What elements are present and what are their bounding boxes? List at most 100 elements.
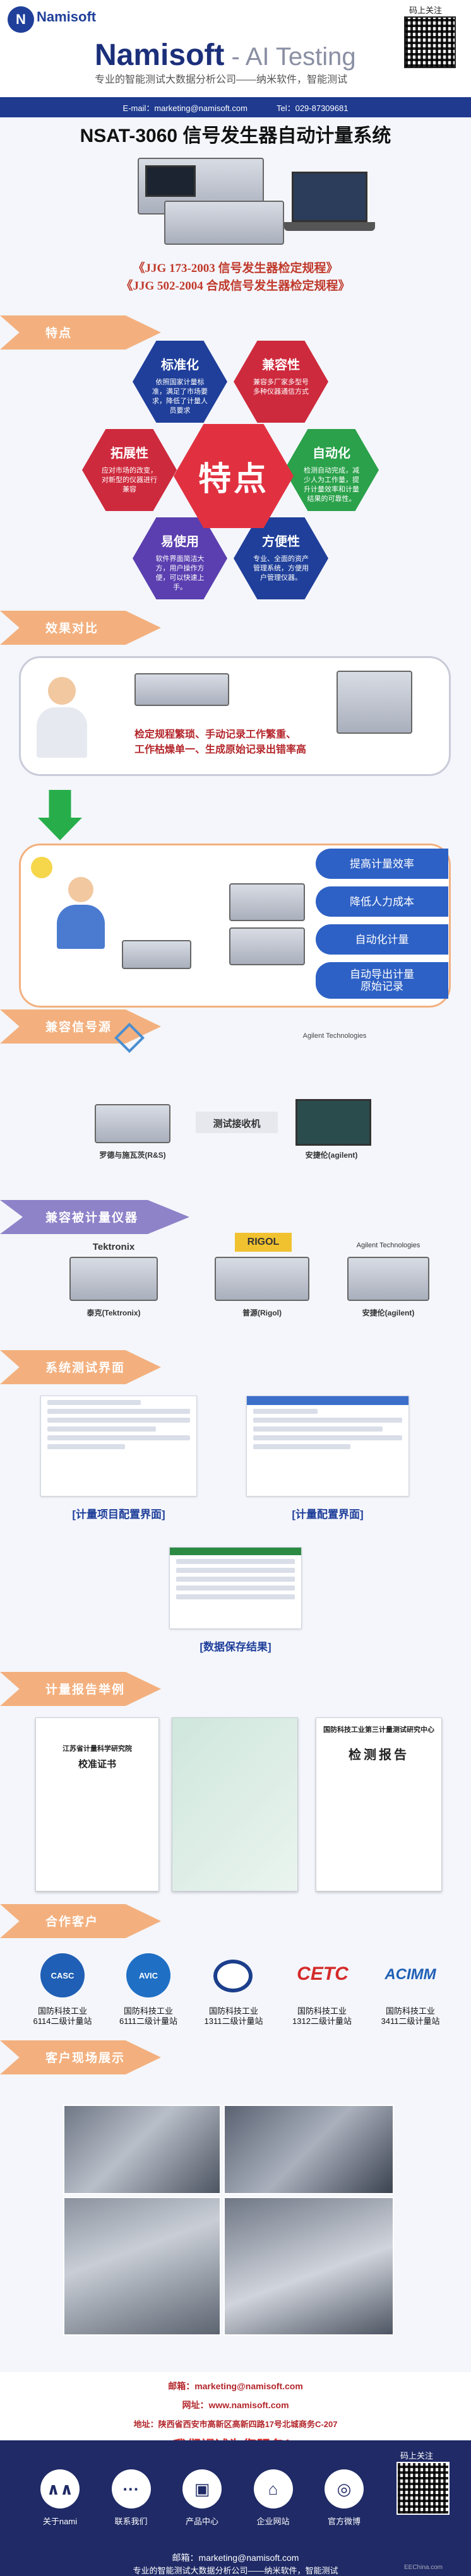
section-banner-reports: 计量报告举例: [0, 1672, 161, 1706]
agilent-logo-2: Agilent Technologies: [356, 1242, 420, 1249]
partner-cetc-logo: CETC: [297, 1963, 349, 1984]
customer-photo-2: [224, 2105, 394, 2194]
section-banner-photos: 客户现场展示: [0, 2040, 161, 2074]
receiver-label-bg: [196, 1112, 278, 1133]
section-banner-interface: 系统测试界面: [0, 1350, 161, 1384]
rs-label: 罗德与施瓦茨(R&S): [99, 1151, 166, 1160]
footer-nav: ∧∧ 关于nami ··· 联系我们 ▣ 产品中心 ⌂ 企业网站 ◎ 官方微博: [32, 2469, 373, 2545]
rigol-logo-bg: [235, 1233, 292, 1252]
qr-code-icon: [404, 16, 456, 68]
footer-email-2: 邮箱：marketing@namisoft.com: [172, 2553, 299, 2563]
instrument-image-4: [229, 883, 305, 921]
operator-figure: [52, 877, 109, 953]
rigol-image: [215, 1257, 309, 1301]
footer-qr-code-icon: [396, 2462, 450, 2515]
partner-avic-logo: AVIC: [126, 1953, 170, 1997]
logo-icon: N: [8, 6, 34, 33]
laptop-base: [284, 222, 375, 231]
agilent-label: 安捷伦(agilent): [305, 1151, 358, 1160]
slogan: 专业的智能测试大数据分析公司——纳米软件，智能测试: [95, 74, 348, 85]
qr-label: 码上关注: [409, 6, 443, 15]
rigol-label: 普源(Rigol): [242, 1309, 282, 1317]
footer-link-weibo[interactable]: ◎ 官方微博: [316, 2469, 373, 2545]
footer-link-contact[interactable]: ··· 联系我们: [103, 2469, 160, 2545]
compare-before-box: 检定规程繁琐、手动记录工作繁重、 工作枯燥单一、生成原始记录出错率高: [19, 656, 451, 776]
feature-usability: 易使用软件界面简洁大方，用户操作方便，可以快速上手。: [133, 517, 227, 599]
section-banner-signal: 兼容信号源: [0, 1009, 161, 1044]
footer-email: 邮箱：marketing@namisoft.com: [168, 2381, 303, 2391]
partner-acimm-logo: ACIMM: [385, 1966, 436, 1983]
analyzer-image: [164, 201, 284, 245]
brand-title: Namisoft - AI Testing: [95, 38, 356, 73]
rigol-logo: RIGOL: [247, 1237, 280, 1247]
section-banner-instruments: 兼容被计量仪器: [0, 1200, 189, 1234]
partner-1311-logo: [213, 1960, 253, 1992]
section-banner-compare: 效果对比: [0, 611, 161, 645]
contact-email: E-mail：marketing@namisoft.com: [122, 103, 247, 113]
footer-link-website[interactable]: ⌂ 企业网站: [245, 2469, 302, 2545]
feature-convenience: 方便性专业、全面的资产管理系统，方便用户管理仪器。: [234, 517, 328, 599]
weibo-icon: ◎: [325, 2469, 364, 2508]
tektronix-image: [69, 1257, 158, 1301]
instrument-image-2: [337, 671, 412, 734]
instrument-image: [134, 673, 229, 706]
instrument-image-3: [122, 940, 191, 969]
feature-standardization: 标准化依照国家计量标准，满足了市场要求，降低了计量人员要求: [133, 341, 227, 423]
standard-2: 《JJG 502-2004 合成信号发生器检定规程》: [121, 279, 350, 293]
screenshot-item-config: [40, 1396, 197, 1497]
receiver-label: 测试接收机: [213, 1119, 261, 1129]
home-icon: ⌂: [253, 2469, 293, 2508]
tektronix-label: 泰克(Tektronix): [86, 1309, 141, 1317]
screenshot-config: [246, 1396, 409, 1497]
compare-before-text: 检定规程繁琐、手动记录工作繁重、 工作枯燥单一、生成原始记录出错率高: [134, 729, 307, 755]
footer-link-products[interactable]: ▣ 产品中心: [174, 2469, 230, 2545]
features-hexagons: 标准化依照国家计量标准，满足了市场要求，降低了计量人员要求 兼容性兼容多厂家多型…: [69, 341, 398, 612]
feature-compatibility: 兼容性兼容多厂家多型号多种仪器通信方式: [234, 341, 328, 423]
footer: ∧∧ 关于nami ··· 联系我们 ▣ 产品中心 ⌂ 企业网站 ◎ 官方微博 …: [0, 2440, 471, 2576]
agilent-logo: Agilent Technologies: [302, 1032, 367, 1040]
screenshot-data-saved-label: [数据保存结果]: [200, 1641, 271, 1653]
screenshot-config-label: [计量配置界面]: [292, 1509, 364, 1520]
rs-receiver-image: [95, 1104, 170, 1143]
footer-link-about[interactable]: ∧∧ 关于nami: [32, 2469, 88, 2545]
report-jiangsu: 江苏省计量科学研究院 校准证书: [35, 1717, 159, 1891]
brand-suffix: - AI Testing: [224, 43, 356, 71]
report-seal: [172, 1717, 298, 1891]
screenshot-data-saved: [169, 1547, 302, 1629]
report-defense: 国防科技工业第三计量测试研究中心 检测报告: [316, 1717, 442, 1891]
header: N Namisoft Namisoft - AI Testing 专业的智能测试…: [0, 0, 471, 97]
agilent-instrument-image: [347, 1257, 429, 1301]
worker-figure: [33, 677, 90, 759]
arrow-down-icon: [38, 790, 82, 840]
agilent-receiver-image: [295, 1099, 371, 1146]
feature-extensibility: 拓展性应对市场的改变，对新型的仪器进行兼容: [82, 429, 177, 511]
contact-tel: Tel：029-87309681: [276, 103, 349, 113]
footer-qr-label: 码上关注: [400, 2451, 434, 2461]
benefit-export: 自动导出计量 原始记录: [316, 962, 448, 999]
agilent-instrument-label: 安捷伦(agilent): [362, 1309, 415, 1317]
box-icon: ▣: [182, 2469, 222, 2508]
footer-site[interactable]: 网址：www.namisoft.com: [182, 2400, 289, 2410]
section-banner-features: 特点: [0, 315, 161, 350]
footer-slogan-2: 专业的智能测试大数据分析公司——纳米软件，智能测试: [133, 2566, 338, 2575]
brand-name: Namisoft: [95, 38, 225, 72]
watermark: EEChina.com: [404, 2564, 443, 2571]
footer-address: 地址：陕西省西安市高新区高新四路17号北城商务C-207: [133, 2420, 338, 2429]
benefit-cost: 降低人力成本: [316, 886, 448, 917]
standard-1: 《JJG 173-2003 信号发生器检定规程》: [133, 262, 338, 275]
feature-automation: 自动化检测自动完成，减少人为工作量，提升计量效率和计量结果的可靠性。: [284, 429, 379, 511]
lightbulb-icon: [31, 857, 52, 878]
page-title: NSAT-3060 信号发生器自动计量系统: [80, 126, 391, 146]
about-icon: ∧∧: [40, 2469, 80, 2508]
laptop-image: [292, 172, 367, 222]
customer-photo-3: [63, 2197, 221, 2336]
chat-icon: ···: [111, 2469, 151, 2508]
instrument-image-5: [229, 927, 305, 965]
screenshot-item-config-label: [计量项目配置界面]: [72, 1509, 165, 1520]
